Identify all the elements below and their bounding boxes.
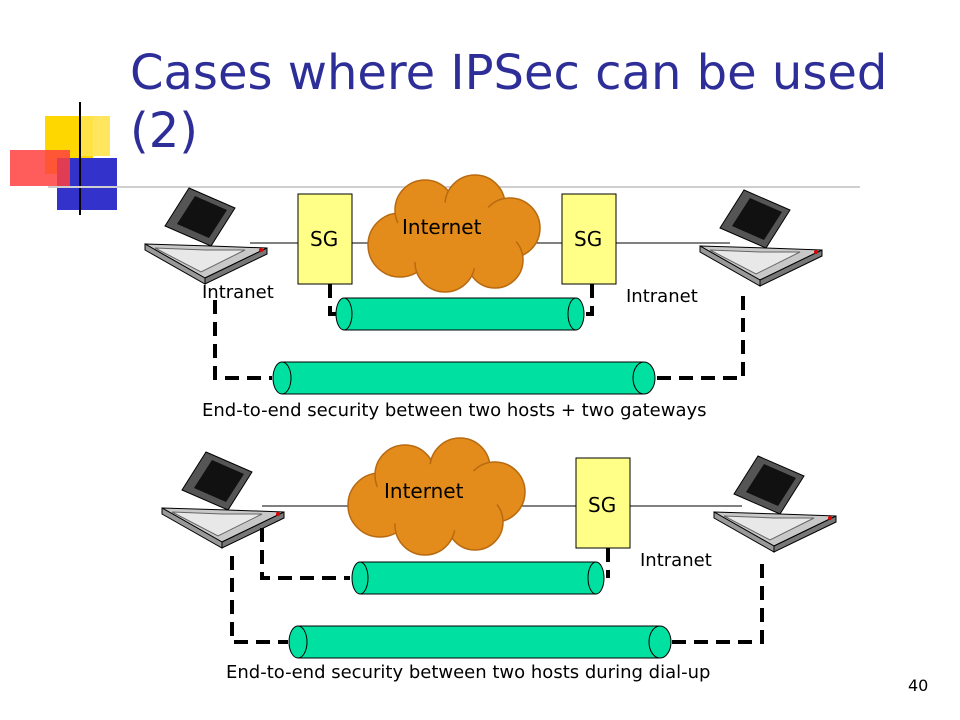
diagram-caption: End-to-end security between two hosts + … [202,400,707,421]
dashed-link [260,528,350,580]
intranet-label: Intranet [202,282,274,303]
gateway-label: SG [310,227,338,251]
dashed-link [230,556,288,644]
dashed-link [328,284,336,316]
ipsec-tunnel [272,361,656,395]
dashed-link [672,564,764,644]
security-gateway [297,193,353,285]
page-number: 40 [908,676,929,695]
laptop-icon [713,455,837,553]
gateway-label: SG [574,227,602,251]
dashed-link [656,296,745,380]
cloud-label: Internet [384,479,464,503]
diagram-caption: End-to-end security between two hosts du… [226,662,710,683]
intranet-label: Intranet [640,550,712,571]
laptop-icon [699,189,823,287]
laptop-icon [144,187,268,285]
ipsec-tunnel [288,625,672,659]
security-gateway [561,193,617,285]
internet-cloud-icon [367,174,541,293]
slide-title: Cases where IPSec can be used (2) [130,45,888,159]
gateway-label: SG [588,493,616,517]
ipsec-tunnel [351,561,605,595]
laptop-icon [161,451,285,549]
ipsec-tunnel [335,297,585,331]
security-gateway [575,457,631,549]
cloud-label: Internet [402,215,482,239]
internet-cloud-icon [347,437,526,556]
dashed-link [584,284,594,316]
intranet-label: Intranet [626,286,698,307]
dashed-link [213,300,272,380]
